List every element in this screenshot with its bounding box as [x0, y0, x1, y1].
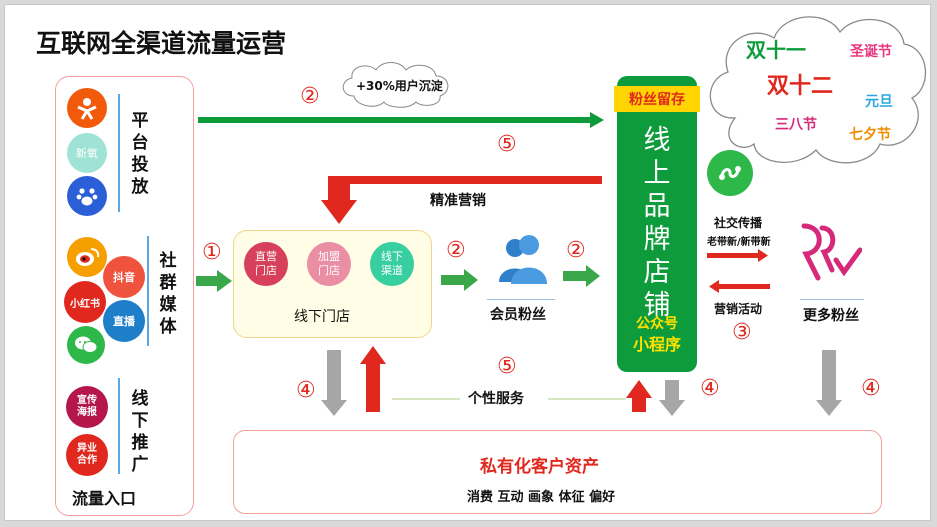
arrow-stores-to-private-head [321, 400, 347, 416]
official-account-label: 公众号 [636, 316, 678, 332]
arrow-stores-to-member [441, 275, 465, 285]
member-underline [487, 299, 555, 300]
store-franchise: 加盟门店 [307, 242, 351, 286]
offline-partner: 异业合作 [66, 434, 108, 476]
arrow-online-to-private-head [659, 400, 685, 416]
retention-cloud [342, 62, 449, 108]
arrow-stores-to-private [327, 350, 341, 402]
marketing-activity-label: 营销活动 [714, 302, 763, 316]
cloud-shape [709, 16, 926, 164]
page-title: 互联网全渠道流量运营 [36, 29, 287, 58]
platform-eye-app [67, 88, 107, 128]
social-wechat [67, 326, 105, 364]
online-store-column [617, 76, 697, 372]
fans-retention-tag: 粉丝留存 [614, 86, 700, 112]
arrow-private-to-stores [366, 362, 380, 412]
offline-poster: 宣传海报 [66, 386, 108, 428]
fans-check-icon [801, 223, 862, 281]
eye-person-icon [77, 98, 97, 120]
festival-double12: 双十二 [767, 74, 834, 99]
social-label: 社群媒体 [159, 251, 177, 337]
divider-social [147, 236, 149, 346]
social-spread-sub: 老带新/新带新 [707, 237, 771, 248]
arrow-marketing-activity [718, 284, 770, 289]
arrow-precision-marketing [340, 176, 602, 184]
arrow-social-spread [707, 253, 759, 258]
arrow-fans-to-private [822, 350, 836, 402]
divider-platform [118, 94, 120, 212]
step-5-top: ⑤ [497, 132, 517, 157]
festival-qixi: 七夕节 [849, 127, 891, 143]
precision-marketing-label: 精准营销 [430, 193, 486, 209]
arrow-stores-to-member-head [464, 269, 478, 291]
festival-womens-day: 三八节 [775, 117, 817, 133]
step-2-member: ② [566, 238, 586, 263]
arrow-entry-to-stores-head [217, 270, 232, 292]
step-4-fans: ④ [861, 376, 881, 401]
arrow-private-to-online-head [626, 380, 652, 398]
arrow-platform-to-online-head [590, 112, 604, 128]
festival-cloud [709, 16, 926, 164]
arrow-entry-to-stores [196, 276, 218, 286]
arrow-private-to-online [632, 396, 646, 412]
arrow-marketing-activity-head [709, 280, 719, 293]
platform-xinyang: 新氧 [67, 133, 107, 173]
step-5-bottom: ⑤ [497, 354, 517, 379]
traffic-entry-title: 流量入口 [72, 489, 137, 508]
arrow-private-to-stores-head [360, 346, 386, 364]
arrow-precision-marketing-down [328, 176, 350, 202]
offline-label: 线下推广 [131, 389, 149, 475]
platform-paw-app [67, 176, 107, 216]
divider-offline [118, 378, 120, 474]
retention-cloud-shape [342, 62, 449, 108]
step-2-top: ② [300, 84, 320, 109]
festival-new-year: 元旦 [865, 94, 893, 110]
mini-program-badge [707, 150, 753, 196]
arrow-precision-marketing-head [321, 200, 357, 224]
online-brand-store-text: 线上品牌店铺 [643, 125, 671, 321]
private-asset-box [233, 430, 882, 514]
platform-label: 平台投放 [131, 111, 149, 197]
private-asset-title: 私有化客户资产 [480, 457, 599, 477]
more-fans-underline [800, 299, 864, 300]
arrow-online-to-private [665, 380, 679, 402]
social-live: 直播 [103, 300, 145, 342]
mini-program-icon [719, 166, 741, 180]
store-offline-channel: 线下渠道 [370, 242, 414, 286]
mini-program-label: 小程序 [632, 335, 681, 354]
more-fans-label: 更多粉丝 [803, 308, 859, 324]
step-3: ③ [732, 320, 752, 345]
wechat-icon [75, 336, 98, 353]
arrow-social-spread-head [758, 249, 768, 262]
store-direct: 直营门店 [244, 242, 288, 286]
arrow-member-to-online-head [586, 265, 600, 287]
weibo-icon [76, 248, 100, 266]
offline-stores-label: 线下门店 [294, 309, 350, 325]
step-4-stores: ④ [296, 378, 316, 403]
member-group-icon [499, 235, 547, 284]
member-fans-label: 会员粉丝 [490, 307, 546, 323]
step-2-stores: ② [446, 238, 466, 263]
social-xiaohongshu: 小红书 [64, 281, 106, 323]
social-weibo [67, 237, 107, 277]
arrow-fans-to-private-head [816, 400, 842, 416]
social-spread-label: 社交传播 [714, 216, 763, 230]
paw-icon [76, 188, 98, 206]
arrow-platform-to-online [198, 117, 592, 123]
social-douyin: 抖音 [103, 256, 145, 298]
step-4-online: ④ [700, 376, 720, 401]
festival-double11: 双十一 [746, 38, 806, 62]
arrow-member-to-online [563, 271, 587, 281]
festival-christmas: 圣诞节 [850, 44, 892, 60]
personal-service-label: 个性服务 [468, 391, 524, 407]
retention-note: +30%用户沉淀 [356, 79, 443, 93]
step-1: ① [202, 240, 222, 265]
private-asset-attributes: 消费 互动 画象 体征 偏好 [467, 490, 616, 505]
